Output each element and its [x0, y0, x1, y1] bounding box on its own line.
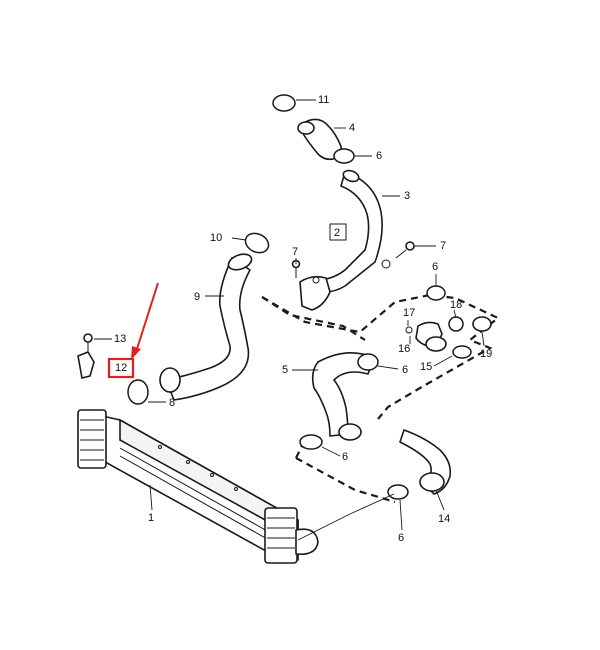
callout-11: 11 — [318, 94, 329, 106]
callout-8: 8 — [169, 397, 175, 409]
clamp-11 — [272, 94, 296, 112]
callout-18: 18 — [450, 299, 462, 311]
clamp-6-top — [333, 148, 355, 164]
callout-16: 16 — [398, 343, 410, 355]
red-arrow — [131, 282, 159, 360]
callout-13: 13 — [114, 333, 126, 345]
callout-7: 7 — [292, 246, 298, 258]
part-cluster-15-19 — [405, 285, 492, 359]
section-2-box — [329, 223, 347, 241]
callout-6: 6 — [376, 150, 382, 162]
clamp-10 — [244, 232, 270, 254]
pipe-3 — [299, 169, 383, 311]
callout-6: 6 — [432, 261, 438, 273]
intercooler — [77, 409, 319, 564]
callout-12: 12 — [115, 362, 127, 374]
leader-lines — [94, 99, 485, 541]
clamp-8 — [127, 379, 149, 405]
highlight-box-12 — [107, 357, 135, 379]
bolt-7-right — [395, 241, 415, 259]
callout-14: 14 — [438, 513, 450, 525]
callout-2: 2 — [334, 227, 340, 239]
callout-9: 9 — [194, 291, 200, 303]
callout-7: 7 — [440, 240, 446, 252]
clamp-6-lower — [299, 434, 323, 450]
callout-6: 6 — [342, 451, 348, 463]
fitting — [381, 259, 391, 269]
clamp-6-mid — [357, 353, 379, 371]
clamp-6-bottom — [387, 484, 409, 500]
callout-labels: 11 4 6 3 2 7 7 10 9 6 17 18 16 19 15 13 … — [114, 94, 492, 544]
hose-5 — [311, 352, 375, 441]
callout-10: 10 — [210, 232, 222, 244]
hose-9 — [159, 253, 253, 401]
bolt-13 — [83, 333, 93, 352]
callout-6: 6 — [402, 364, 408, 376]
callout-6: 6 — [398, 532, 404, 544]
callout-3: 3 — [404, 190, 410, 202]
callout-15: 15 — [420, 361, 432, 373]
callout-1: 1 — [148, 512, 154, 524]
hose-14 — [399, 429, 452, 495]
callout-4: 4 — [349, 122, 355, 134]
bracket — [77, 351, 95, 379]
callout-19: 19 — [480, 348, 492, 360]
callout-5: 5 — [282, 364, 288, 376]
callout-17: 17 — [403, 307, 415, 319]
